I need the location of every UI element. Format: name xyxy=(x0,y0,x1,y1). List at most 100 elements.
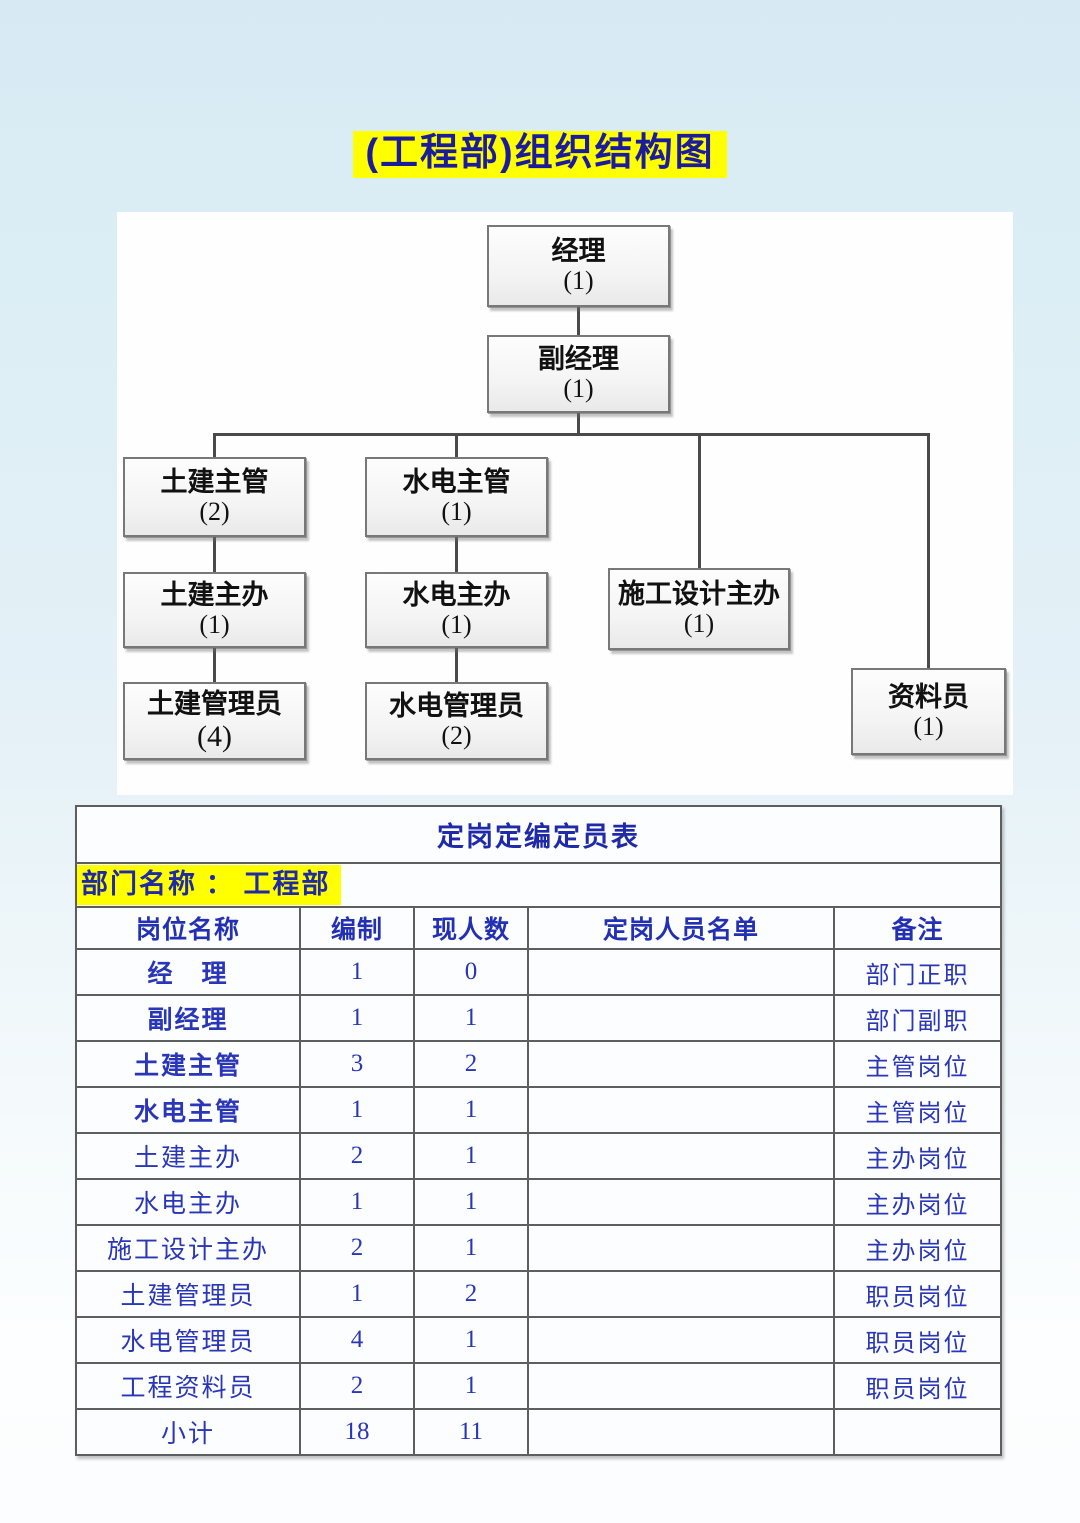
cell-planned: 4 xyxy=(299,1316,415,1364)
org-node-deputy-manager: 副经理 (1) xyxy=(487,335,670,413)
cell-remark: 职员岗位 xyxy=(833,1270,1002,1318)
cell-current: 1 xyxy=(413,994,529,1042)
cell-position: 土建主管 xyxy=(75,1040,301,1088)
cell-names xyxy=(527,948,835,996)
cell-planned: 1 xyxy=(299,1178,415,1226)
table-title-row: 定岗定编定员表 xyxy=(75,805,1002,864)
cell-remark: 主办岗位 xyxy=(833,1132,1002,1180)
cell-remark: 职员岗位 xyxy=(833,1316,1002,1364)
cell-names xyxy=(527,1408,835,1456)
cell-planned: 2 xyxy=(299,1132,415,1180)
cell-remark: 主办岗位 xyxy=(833,1178,1002,1226)
cell-current: 1 xyxy=(413,1178,529,1226)
connector-deputy-to-bus xyxy=(577,413,580,435)
page-title: (工程部)组织结构图 xyxy=(353,131,727,178)
department-label: 部门名称 ： 工程部 xyxy=(78,865,341,905)
cell-position: 土建管理员 xyxy=(75,1270,301,1318)
cell-remark xyxy=(833,1408,1002,1456)
cell-position: 经 理 xyxy=(75,948,301,996)
org-node-construction-design-officer: 施工设计主办 (1) xyxy=(608,568,790,650)
page-title-row: (工程部)组织结构图 xyxy=(0,131,1080,178)
col-header-planned: 编制 xyxy=(299,906,415,950)
cell-planned: 2 xyxy=(299,1362,415,1410)
cell-names xyxy=(527,1040,835,1088)
org-node-label: 水电主管 xyxy=(402,467,511,498)
cell-remark: 主管岗位 xyxy=(833,1040,1002,1088)
connector-manager-to-deputy xyxy=(577,307,580,337)
cell-planned: 3 xyxy=(299,1040,415,1088)
org-node-label: 副经理 xyxy=(538,344,619,375)
cell-planned: 1 xyxy=(299,948,415,996)
cell-current: 1 xyxy=(413,1086,529,1134)
org-node-label: 土建主管 xyxy=(160,467,269,498)
cell-position: 小计 xyxy=(75,1408,301,1456)
cell-remark: 部门副职 xyxy=(833,994,1002,1042)
connector-mep-super-to-officer xyxy=(455,535,458,572)
connector-drop-mep-super xyxy=(455,433,458,457)
org-node-count: (1) xyxy=(441,497,472,527)
table-department-row: 部门名称 ： 工程部 xyxy=(75,862,1002,908)
org-node-label: 施工设计主办 xyxy=(618,579,780,610)
cell-names xyxy=(527,1132,835,1180)
cell-current: 2 xyxy=(413,1270,529,1318)
org-node-count: (2) xyxy=(441,721,472,751)
org-node-civil-clerk: 土建管理员 (4) xyxy=(123,682,306,760)
connector-drop-archivist xyxy=(927,433,930,670)
col-header-current: 现人数 xyxy=(413,906,529,950)
cell-position: 水电主办 xyxy=(75,1178,301,1226)
cell-planned: 1 xyxy=(299,1270,415,1318)
col-header-names: 定岗人员名单 xyxy=(527,906,835,950)
table-row: 水电管理员 4 1 职员岗位 xyxy=(75,1316,1002,1364)
cell-planned: 2 xyxy=(299,1224,415,1272)
cell-remark: 部门正职 xyxy=(833,948,1002,996)
cell-remark: 主办岗位 xyxy=(833,1224,1002,1272)
cell-remark: 主管岗位 xyxy=(833,1086,1002,1134)
cell-planned: 1 xyxy=(299,1086,415,1134)
table-row: 经 理 1 0 部门正职 xyxy=(75,948,1002,996)
table-title: 定岗定编定员表 xyxy=(75,805,1002,864)
org-node-count: (1) xyxy=(683,609,715,639)
cell-position: 副经理 xyxy=(75,994,301,1042)
connector-horizontal-bus xyxy=(213,433,930,436)
org-node-count: (1) xyxy=(199,610,230,640)
table-row: 副经理 1 1 部门副职 xyxy=(75,994,1002,1042)
table-row: 水电主管 1 1 主管岗位 xyxy=(75,1086,1002,1134)
cell-names xyxy=(527,1316,835,1364)
org-node-count: (1) xyxy=(913,711,944,741)
org-chart-panel: 经理 (1) 副经理 (1) 土建主管 (2) 水电主管 (1) 土建主办 (1… xyxy=(117,212,1013,795)
org-node-civil-officer: 土建主办 (1) xyxy=(123,572,306,648)
table-row-subtotal: 小计 18 11 xyxy=(75,1408,1002,1456)
table-header-row: 岗位名称 编制 现人数 定岗人员名单 备注 xyxy=(75,906,1002,950)
department-cell: 部门名称 ： 工程部 xyxy=(75,862,1002,908)
cell-names xyxy=(527,994,835,1042)
col-header-position: 岗位名称 xyxy=(75,906,301,950)
connector-civil-officer-to-clerk xyxy=(213,648,216,682)
cell-position: 水电管理员 xyxy=(75,1316,301,1364)
cell-current: 2 xyxy=(413,1040,529,1088)
org-node-count: (1) xyxy=(563,374,594,404)
table-row: 土建管理员 1 2 职员岗位 xyxy=(75,1270,1002,1318)
connector-civil-super-to-officer xyxy=(213,535,216,572)
org-node-mep-clerk: 水电管理员 (2) xyxy=(365,682,548,760)
org-node-count: (1) xyxy=(441,610,472,640)
org-node-civil-supervisor: 土建主管 (2) xyxy=(123,457,306,537)
org-node-label: 水电管理员 xyxy=(389,691,524,722)
cell-position: 工程资料员 xyxy=(75,1362,301,1410)
cell-names xyxy=(527,1362,835,1410)
cell-position: 水电主管 xyxy=(75,1086,301,1134)
connector-drop-design-officer xyxy=(698,433,701,570)
cell-names xyxy=(527,1086,835,1134)
cell-remark: 职员岗位 xyxy=(833,1362,1002,1410)
connector-mep-officer-to-clerk xyxy=(455,648,458,682)
cell-planned: 1 xyxy=(299,994,415,1042)
cell-names xyxy=(527,1178,835,1226)
org-node-count: (4) xyxy=(197,720,232,754)
cell-position: 施工设计主办 xyxy=(75,1224,301,1272)
staffing-table: 定岗定编定员表 部门名称 ： 工程部 岗位名称 编制 现人数 定岗人员名单 备注… xyxy=(75,805,1002,1456)
cell-current: 0 xyxy=(413,948,529,996)
org-node-label: 水电主办 xyxy=(402,580,511,611)
org-node-count: (2) xyxy=(199,497,230,527)
cell-names xyxy=(527,1270,835,1318)
org-node-label: 土建主办 xyxy=(160,580,269,611)
table-row: 水电主办 1 1 主办岗位 xyxy=(75,1178,1002,1226)
